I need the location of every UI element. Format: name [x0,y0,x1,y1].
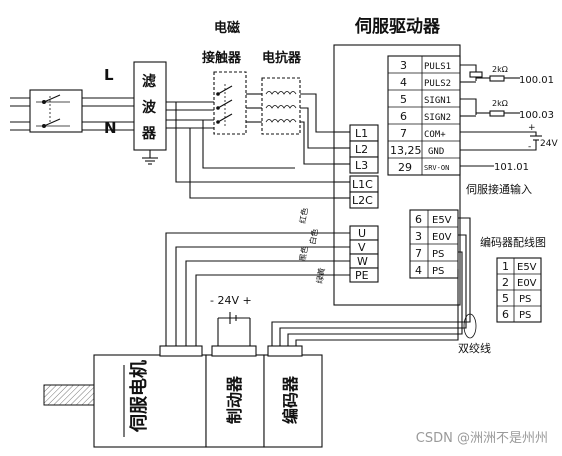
terminal-V: V [358,241,366,254]
enc-pin-2: 2 [502,276,509,289]
ctrl-pin-2: 4 [400,76,407,89]
resistor-2 [489,110,505,117]
ctrl-name-4: SIGN2 [424,113,451,123]
signal-100-01: 100.01 [519,75,554,86]
terminal-L2: L2 [355,143,368,156]
control-terminal-table: 3 PULS1 4 PULS2 5 SIGN1 6 SIGN2 7 COM+ 1… [387,55,461,176]
terminal-L3: L3 [355,159,368,172]
terminal-U: U [358,227,366,240]
reactor [261,77,301,135]
terminal-L2C: L2C [352,194,373,207]
ctrl-pin-4: 6 [400,110,407,123]
drv-enc-pin-4: 4 [415,264,422,277]
ctrl-name-2: PULS2 [424,79,451,89]
encoder-unit [263,354,323,448]
breaker [29,89,83,133]
ctrl-pin-1: 3 [400,59,407,72]
encoder-side-terminals: 1 E5V 2 E0V 5 PS 6 PS [496,257,542,323]
reactor-label: 电抗器 [262,50,302,66]
servo-driver-title: 伺服驱动器 [354,16,441,37]
plus-sign: + [528,123,536,133]
servo-on-input-label: 伺服接通输入 [466,182,532,196]
wire-color-w: 黑色 [297,245,310,262]
encoder-wiring-title: 编码器配线图 [480,235,546,249]
wire-color-v: 白色 [307,228,320,245]
drv-enc-name-3: PS [432,249,444,260]
drv-enc-name-2: E0V [432,232,452,243]
ctrl-pin-7: 29 [398,161,412,174]
enc-name-1: E5V [517,262,537,273]
supply-24v: 24V [540,139,558,149]
ctrl-pin-3: 5 [400,93,407,106]
watermark: CSDN @洲洲不是州州 [415,431,548,446]
enc-name-4: PS [519,310,531,321]
twisted-pair-label: 双绞线 [458,341,491,355]
terminal-PE: PE [355,269,369,282]
ctrl-name-5: COM+ [424,130,446,140]
motor-terminals: U V W PE [349,225,379,283]
noise-filter: 滤 波 器 [133,61,167,165]
contactor-label-2: 接触器 [202,50,242,66]
resistor-1-label: 2kΩ [492,65,508,74]
drv-enc-pin-1: 6 [415,213,422,226]
ctrl-pin-6: 13,25 [390,144,422,157]
terminal-L1: L1 [355,127,368,140]
magnetic-contactor [213,71,247,135]
ctrl-name-3: SIGN1 [424,96,451,106]
brake-unit [205,354,265,448]
drv-enc-name-1: E5V [432,215,452,226]
enc-pin-3: 5 [502,292,509,305]
terminal-L1C: L1C [352,178,373,191]
servo-motor [93,354,207,448]
wire-color-u: 红色 [297,207,310,224]
terminal-W: W [357,255,368,268]
motor-label: 伺服电机 [128,360,150,433]
signal-100-03: 100.03 [519,110,554,121]
drv-enc-pin-3: 7 [415,247,422,260]
drv-enc-pin-2: 3 [415,230,422,243]
wire-color-pe: 绿黄 [314,267,327,284]
resistor-1 [489,75,505,82]
motor-shaft [43,384,95,406]
ctrl-name-7: SRV-ON [424,164,449,172]
enc-name-3: PS [519,294,531,305]
minus-sign: - [528,142,531,152]
encoder-label: 编码器 [281,375,300,424]
drv-enc-name-4: PS [432,266,444,277]
brake-voltage-label: - 24V + [210,294,252,307]
line-N-label: N [104,119,117,137]
ctrl-name-6: GND [428,147,444,157]
filter-label-1: 滤 [142,73,156,90]
ctrl-pin-5: 7 [400,127,407,140]
enc-pin-4: 6 [502,308,509,321]
resistor-2-label: 2kΩ [492,99,508,108]
signal-101-01: 101.01 [494,162,529,173]
enc-name-2: E0V [517,278,537,289]
brake-label: 制动器 [225,375,244,424]
filter-label-2: 波 [142,99,157,116]
driver-encoder-terminals: 6 E5V 3 E0V 7 PS 4 PS [409,209,459,279]
enc-pin-1: 1 [502,260,509,273]
ctrl-name-1: PULS1 [424,62,451,72]
power-terminals: L1 L2 L3 L1C L2C [349,124,379,209]
line-L-label: L [104,66,114,84]
filter-label-3: 器 [141,126,157,142]
contactor-label-1: 电磁 [214,20,240,36]
